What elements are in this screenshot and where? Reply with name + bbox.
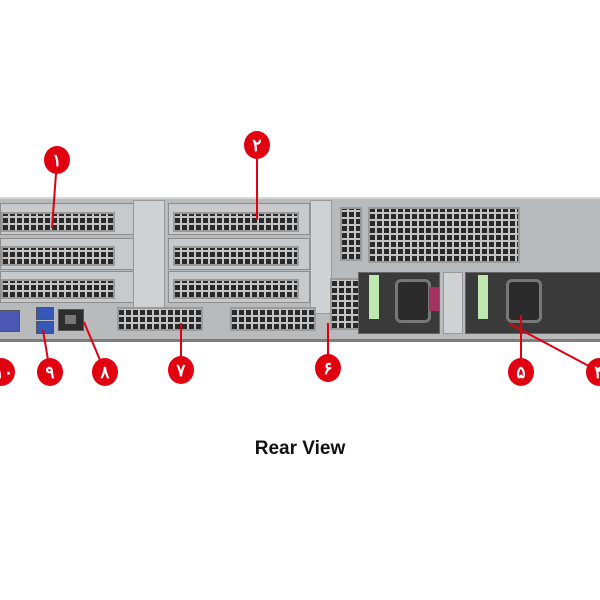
pcie-slot-3 bbox=[0, 271, 142, 303]
callout-5: ۵ bbox=[508, 358, 534, 386]
psu-latch bbox=[429, 287, 439, 311]
riser-bracket bbox=[133, 200, 165, 310]
callout-6: ۶ bbox=[315, 354, 341, 382]
callout-4: ۴ bbox=[586, 358, 600, 386]
callout-8: ۸ bbox=[92, 358, 118, 386]
fan-grill bbox=[368, 207, 520, 263]
ilo-network-port bbox=[58, 309, 84, 331]
callout-1: ۱ bbox=[44, 146, 70, 174]
usb-port bbox=[36, 307, 54, 320]
power-supply-2 bbox=[465, 272, 600, 334]
power-inlet bbox=[506, 279, 542, 323]
pcie-slot-4 bbox=[168, 203, 310, 235]
usb-port bbox=[36, 321, 54, 334]
power-supply-1 bbox=[358, 272, 440, 334]
diagram-title: Rear View bbox=[254, 438, 346, 459]
callout-9: ۹ bbox=[37, 358, 63, 386]
vga-port bbox=[0, 310, 20, 332]
callout-2: ۲ bbox=[244, 131, 270, 159]
pcie-slot-5 bbox=[168, 238, 310, 270]
power-inlet bbox=[395, 279, 431, 323]
ocp-slot-grill-2 bbox=[230, 307, 316, 331]
psu-divider bbox=[443, 272, 463, 334]
callout-10: ۱۰ bbox=[0, 358, 15, 386]
ocp-slot-grill-1 bbox=[117, 307, 203, 331]
pcie-slot-2 bbox=[0, 238, 142, 270]
pcie-slot-6 bbox=[168, 271, 310, 303]
riser-bracket-right bbox=[310, 200, 332, 314]
pcie-slot-1 bbox=[0, 203, 142, 235]
callout-7: ۷ bbox=[168, 356, 194, 384]
vent-grill bbox=[340, 207, 362, 261]
